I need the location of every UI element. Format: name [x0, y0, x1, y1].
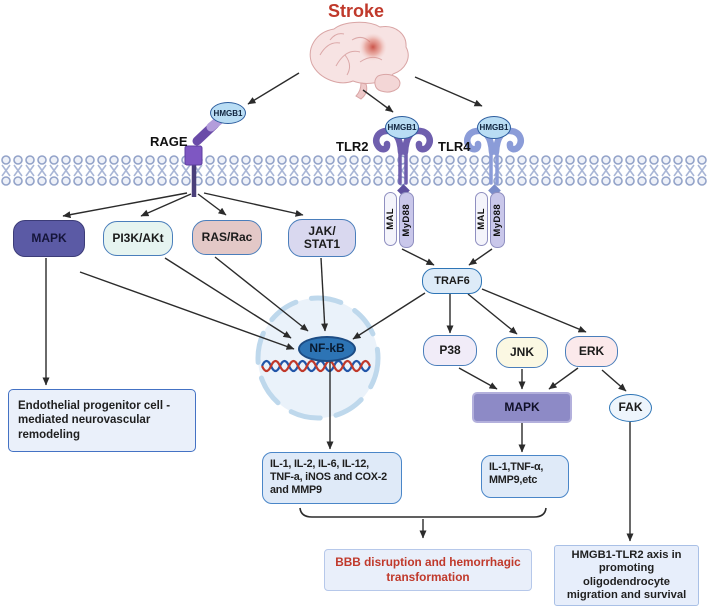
arrow: [401, 248, 435, 266]
jak-line1: JAK/: [308, 223, 336, 238]
hmgb1-ligand-tlr4: HMGB1: [477, 116, 511, 139]
merge-brace: [299, 507, 547, 518]
node-mapk-left: MAPK: [13, 220, 85, 257]
arrow: [214, 256, 309, 332]
arrow: [140, 193, 192, 217]
outcome-oligodendrocyte-box: HMGB1-TLR2 axis in promoting oligodendro…: [554, 545, 699, 606]
arrow: [62, 192, 188, 219]
node-nfkb: NF-kB: [298, 336, 356, 362]
hmgb1-ligand-rage: HMGB1: [210, 102, 246, 124]
outcome-bbb-box: BBB disruption and hemorrhagic transform…: [324, 549, 532, 591]
arrow: [164, 257, 292, 339]
tlr4-myd88-adapter: MyD88: [490, 192, 505, 248]
arrow: [481, 288, 587, 333]
arrow: [548, 367, 579, 390]
tlr4-label: TLR4: [438, 139, 471, 154]
arrow: [197, 193, 227, 216]
node-jak-stat1: JAK/ STAT1: [288, 219, 356, 257]
node-fak: FAK: [609, 394, 652, 422]
mal-label: MAL: [476, 208, 487, 230]
myd88-label: MyD88: [401, 203, 412, 237]
arrow: [414, 76, 483, 107]
myd88-label: MyD88: [492, 203, 503, 237]
arrow: [320, 257, 329, 332]
arrows-layer: [42, 72, 634, 542]
arrow: [79, 271, 295, 350]
node-erk: ERK: [565, 336, 618, 367]
tlr2-label: TLR2: [336, 139, 369, 154]
arrow: [352, 292, 426, 340]
cytokines-left-box: IL-1, IL-2, IL-6, IL-12, TNF-a, iNOS and…: [262, 452, 402, 504]
node-traf6: TRAF6: [422, 268, 482, 294]
brain-icon: [309, 21, 409, 100]
diagram-title: Stroke: [327, 1, 385, 21]
tlr2-myd88-adapter: MyD88: [399, 192, 414, 248]
dna-helix: [260, 359, 372, 373]
arrow: [203, 192, 304, 217]
tlr2-mal-adapter: MAL: [384, 192, 397, 246]
jak-line2: STAT1: [303, 237, 341, 251]
cell-membrane: [0, 155, 708, 186]
stroke-lesion-spot: [359, 33, 387, 61]
mal-label: MAL: [385, 208, 396, 230]
cytokines-right-box: IL-1,TNF-α, MMP9,etc: [481, 455, 569, 498]
arrow: [247, 72, 300, 105]
hmgb1-ligand-tlr2: HMGB1: [385, 116, 419, 139]
arrow: [467, 293, 518, 335]
node-jnk: JNK: [496, 337, 548, 368]
cytokines-right-line1: IL-1,TNF-α,: [489, 461, 544, 473]
cytokines-right-line2: MMP9,etc: [489, 474, 538, 487]
node-p38: P38: [423, 335, 477, 366]
arrow: [601, 369, 627, 392]
node-mapk-right: MAPK: [472, 392, 572, 423]
arrow: [362, 89, 394, 113]
node-pi3k-akt: PI3K/AKt: [103, 221, 173, 256]
arrow: [458, 367, 498, 390]
node-ras-rac: RAS/Rac: [192, 220, 262, 255]
arrow: [468, 248, 493, 266]
rage-label: RAGE: [150, 134, 188, 149]
outcome-endothelial-box: Endothelial progenitor cell - mediated n…: [8, 389, 196, 452]
tlr4-mal-adapter: MAL: [475, 192, 488, 246]
